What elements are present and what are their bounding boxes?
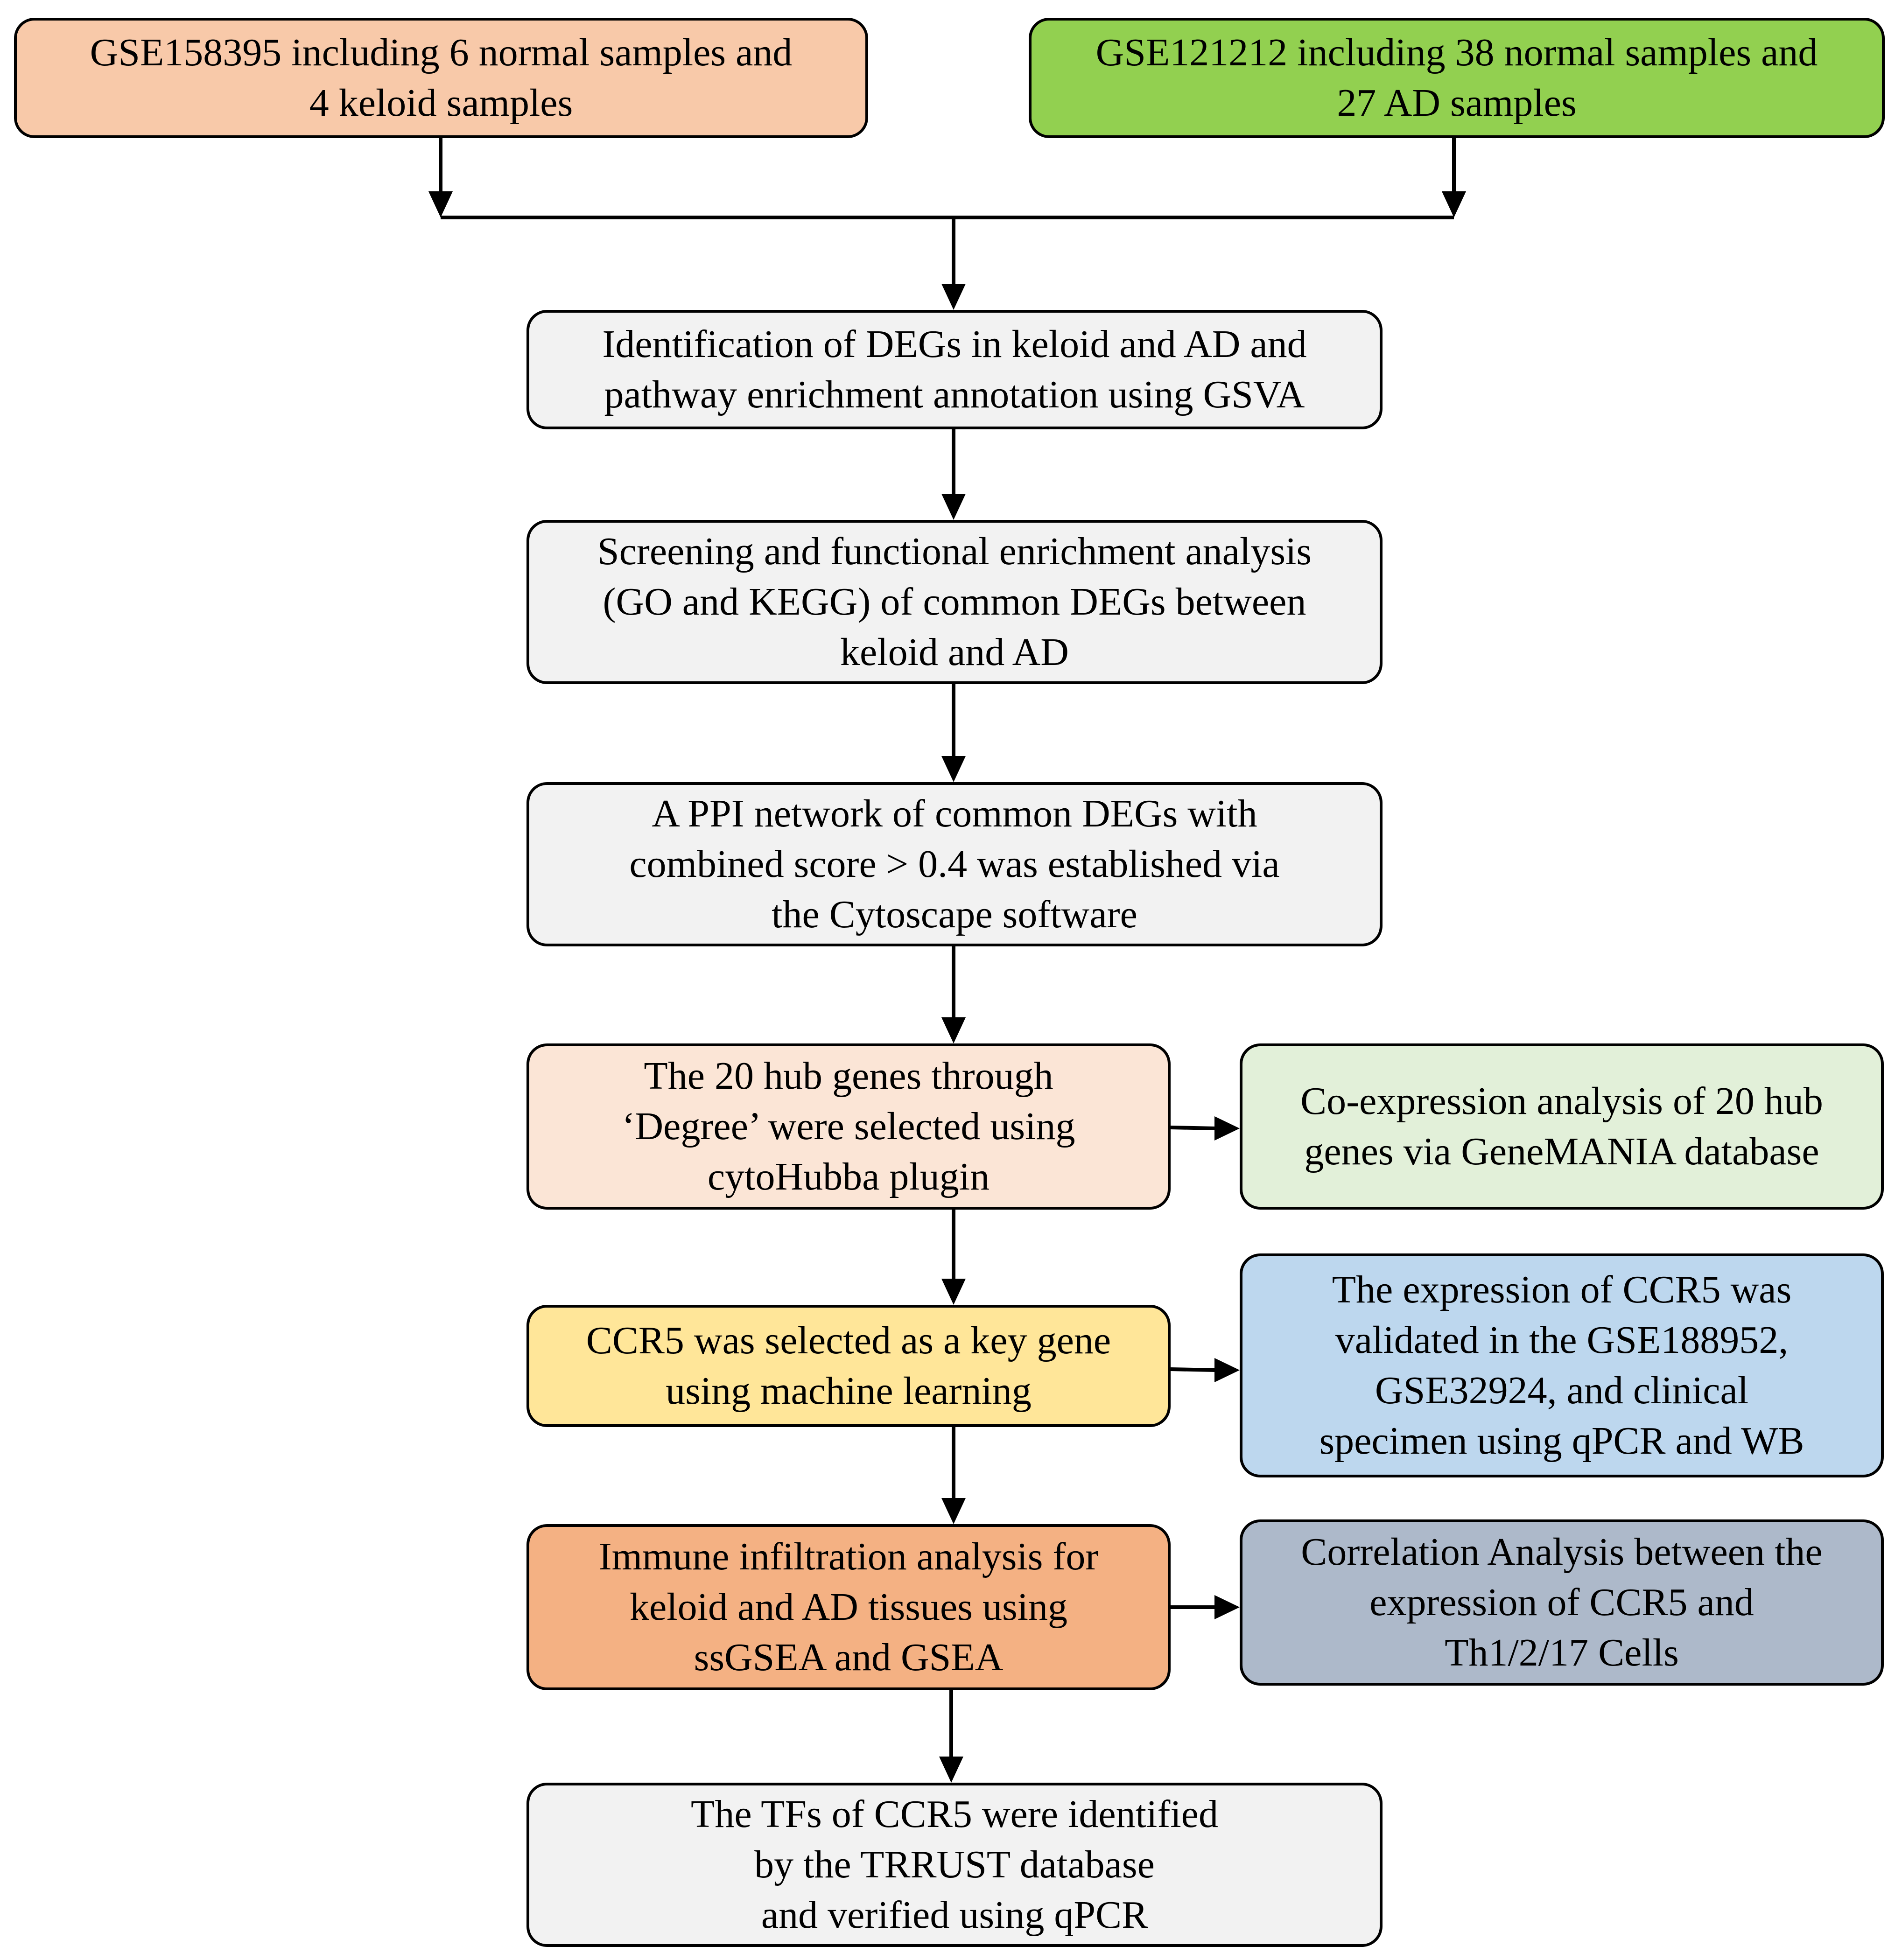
node-gse158395-line: GSE158395 including 6 normal samples and bbox=[90, 31, 793, 74]
node-coexpression-line: genes via GeneMANIA database bbox=[1304, 1130, 1819, 1173]
arrowhead-deg-to-screening bbox=[941, 494, 966, 520]
node-deg-identification: Identification of DEGs in keloid and AD … bbox=[526, 310, 1383, 429]
arrowhead-ppi-to-hub bbox=[941, 1017, 966, 1043]
node-immune-infiltration-text: Immune infiltration analysis for keloid … bbox=[599, 1532, 1099, 1683]
node-screening-enrichment-line: (GO and KEGG) of common DEGs between bbox=[603, 580, 1306, 623]
arrow-hub-to-coexpression bbox=[1170, 1126, 1216, 1130]
arrowhead-immune-to-correlation bbox=[1214, 1595, 1240, 1619]
arrowhead-gse158395-down bbox=[428, 191, 453, 217]
node-immune-infiltration-line: Immune infiltration analysis for bbox=[598, 1535, 1099, 1578]
node-ccr5-validation-line: validated in the GSE188952, bbox=[1335, 1318, 1789, 1362]
node-correlation-line: Th1/2/17 Cells bbox=[1445, 1631, 1679, 1674]
node-ppi-network-line: the Cytoscape software bbox=[772, 893, 1137, 936]
arrowhead-immune-to-tfs bbox=[939, 1757, 963, 1783]
node-gse158395-text: GSE158395 including 6 normal samples and… bbox=[90, 28, 793, 128]
node-tfs-ccr5: The TFs of CCR5 were identified by the T… bbox=[526, 1783, 1383, 1947]
node-ccr5-validation-line: GSE32924, and clinical bbox=[1375, 1369, 1749, 1412]
node-tfs-ccr5-line: and verified using qPCR bbox=[761, 1893, 1148, 1937]
node-ppi-network-text: A PPI network of common DEGs with combin… bbox=[629, 789, 1279, 940]
node-correlation-text: Correlation Analysis between the express… bbox=[1301, 1527, 1822, 1678]
node-ccr5-selected-line: using machine learning bbox=[666, 1369, 1032, 1413]
node-hub-genes-line: ‘Degree’ were selected using bbox=[622, 1105, 1075, 1148]
node-gse121212-line: GSE121212 including 38 normal samples an… bbox=[1095, 31, 1818, 74]
arrowhead-ccr5-to-immune bbox=[941, 1498, 966, 1524]
arrowhead-screening-to-ppi bbox=[941, 756, 966, 782]
arrowhead-gse121212-down bbox=[1442, 191, 1466, 217]
node-gse158395-line: 4 keloid samples bbox=[309, 81, 573, 125]
arrowhead-merge-to-deg bbox=[941, 284, 966, 310]
node-ccr5-selected: CCR5 was selected as a key gene using ma… bbox=[526, 1305, 1171, 1427]
node-gse121212: GSE121212 including 38 normal samples an… bbox=[1029, 18, 1885, 138]
node-ccr5-selected-line: CCR5 was selected as a key gene bbox=[586, 1319, 1111, 1362]
node-immune-infiltration-line: ssGSEA and GSEA bbox=[694, 1636, 1004, 1679]
node-coexpression: Co-expression analysis of 20 hub genes v… bbox=[1240, 1043, 1884, 1210]
node-deg-identification-text: Identification of DEGs in keloid and AD … bbox=[602, 319, 1306, 420]
node-tfs-ccr5-line: The TFs of CCR5 were identified bbox=[691, 1792, 1218, 1836]
node-ppi-network-line: combined score > 0.4 was established via bbox=[629, 842, 1280, 886]
node-tfs-ccr5-line: by the TRRUST database bbox=[754, 1843, 1155, 1886]
node-hub-genes-line: The 20 hub genes through bbox=[644, 1054, 1053, 1098]
node-ccr5-validation-text: The expression of CCR5 was validated in … bbox=[1319, 1265, 1804, 1466]
arrowhead-hub-to-ccr5 bbox=[941, 1279, 966, 1305]
node-gse121212-text: GSE121212 including 38 normal samples an… bbox=[1096, 28, 1818, 128]
node-hub-genes-text: The 20 hub genes through ‘Degree’ were s… bbox=[622, 1051, 1075, 1202]
node-screening-enrichment: Screening and functional enrichment anal… bbox=[526, 520, 1383, 684]
node-correlation-line: expression of CCR5 and bbox=[1369, 1581, 1754, 1624]
node-hub-genes-line: cytoHubba plugin bbox=[707, 1155, 990, 1198]
node-ppi-network-line: A PPI network of common DEGs with bbox=[652, 792, 1257, 835]
node-deg-identification-line: Identification of DEGs in keloid and AD … bbox=[602, 322, 1307, 366]
node-correlation: Correlation Analysis between the express… bbox=[1240, 1519, 1884, 1686]
node-ppi-network: A PPI network of common DEGs with combin… bbox=[526, 782, 1383, 946]
node-tfs-ccr5-text: The TFs of CCR5 were identified by the T… bbox=[691, 1789, 1218, 1940]
node-ccr5-validation: The expression of CCR5 was validated in … bbox=[1240, 1253, 1884, 1477]
node-coexpression-text: Co-expression analysis of 20 hub genes v… bbox=[1300, 1076, 1823, 1177]
node-gse121212-line: 27 AD samples bbox=[1337, 81, 1577, 125]
arrow-ccr5-to-validation bbox=[1170, 1367, 1216, 1372]
node-coexpression-line: Co-expression analysis of 20 hub bbox=[1300, 1079, 1823, 1123]
node-deg-identification-line: pathway enrichment annotation using GSVA bbox=[604, 373, 1305, 416]
node-immune-infiltration-line: keloid and AD tissues using bbox=[629, 1585, 1067, 1629]
node-screening-enrichment-line: keloid and AD bbox=[840, 630, 1069, 674]
node-screening-enrichment-line: Screening and functional enrichment anal… bbox=[597, 530, 1312, 573]
arrowhead-ccr5-to-validation bbox=[1214, 1358, 1240, 1382]
node-ccr5-validation-line: specimen using qPCR and WB bbox=[1319, 1419, 1804, 1463]
node-ccr5-selected-text: CCR5 was selected as a key gene using ma… bbox=[586, 1316, 1111, 1416]
node-ccr5-validation-line: The expression of CCR5 was bbox=[1332, 1268, 1792, 1311]
node-hub-genes: The 20 hub genes through ‘Degree’ were s… bbox=[526, 1043, 1171, 1210]
node-immune-infiltration: Immune infiltration analysis for keloid … bbox=[526, 1524, 1171, 1690]
node-screening-enrichment-text: Screening and functional enrichment anal… bbox=[597, 526, 1312, 678]
node-correlation-line: Correlation Analysis between the bbox=[1301, 1530, 1823, 1574]
node-gse158395: GSE158395 including 6 normal samples and… bbox=[14, 18, 868, 138]
arrowhead-hub-to-coexpression bbox=[1214, 1116, 1240, 1141]
